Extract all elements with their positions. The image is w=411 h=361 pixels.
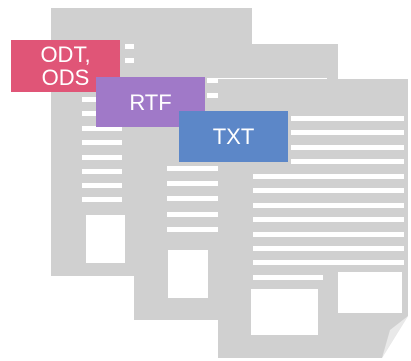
rtf-label-text: RTF	[129, 89, 172, 115]
odt-label-line-2: ODS	[41, 65, 90, 90]
document-front-text-lines	[253, 116, 404, 280]
txt-format-label: TXT	[179, 111, 288, 162]
document-back-image-block	[86, 215, 125, 263]
page-curl-corner	[382, 316, 408, 358]
document-front-image-block-right	[338, 272, 402, 313]
txt-label-text: TXT	[212, 124, 255, 149]
odt-label-line-1: ODT,	[40, 42, 91, 67]
document-front-image-block-left	[251, 289, 318, 335]
document-middle-image-block	[168, 250, 208, 298]
